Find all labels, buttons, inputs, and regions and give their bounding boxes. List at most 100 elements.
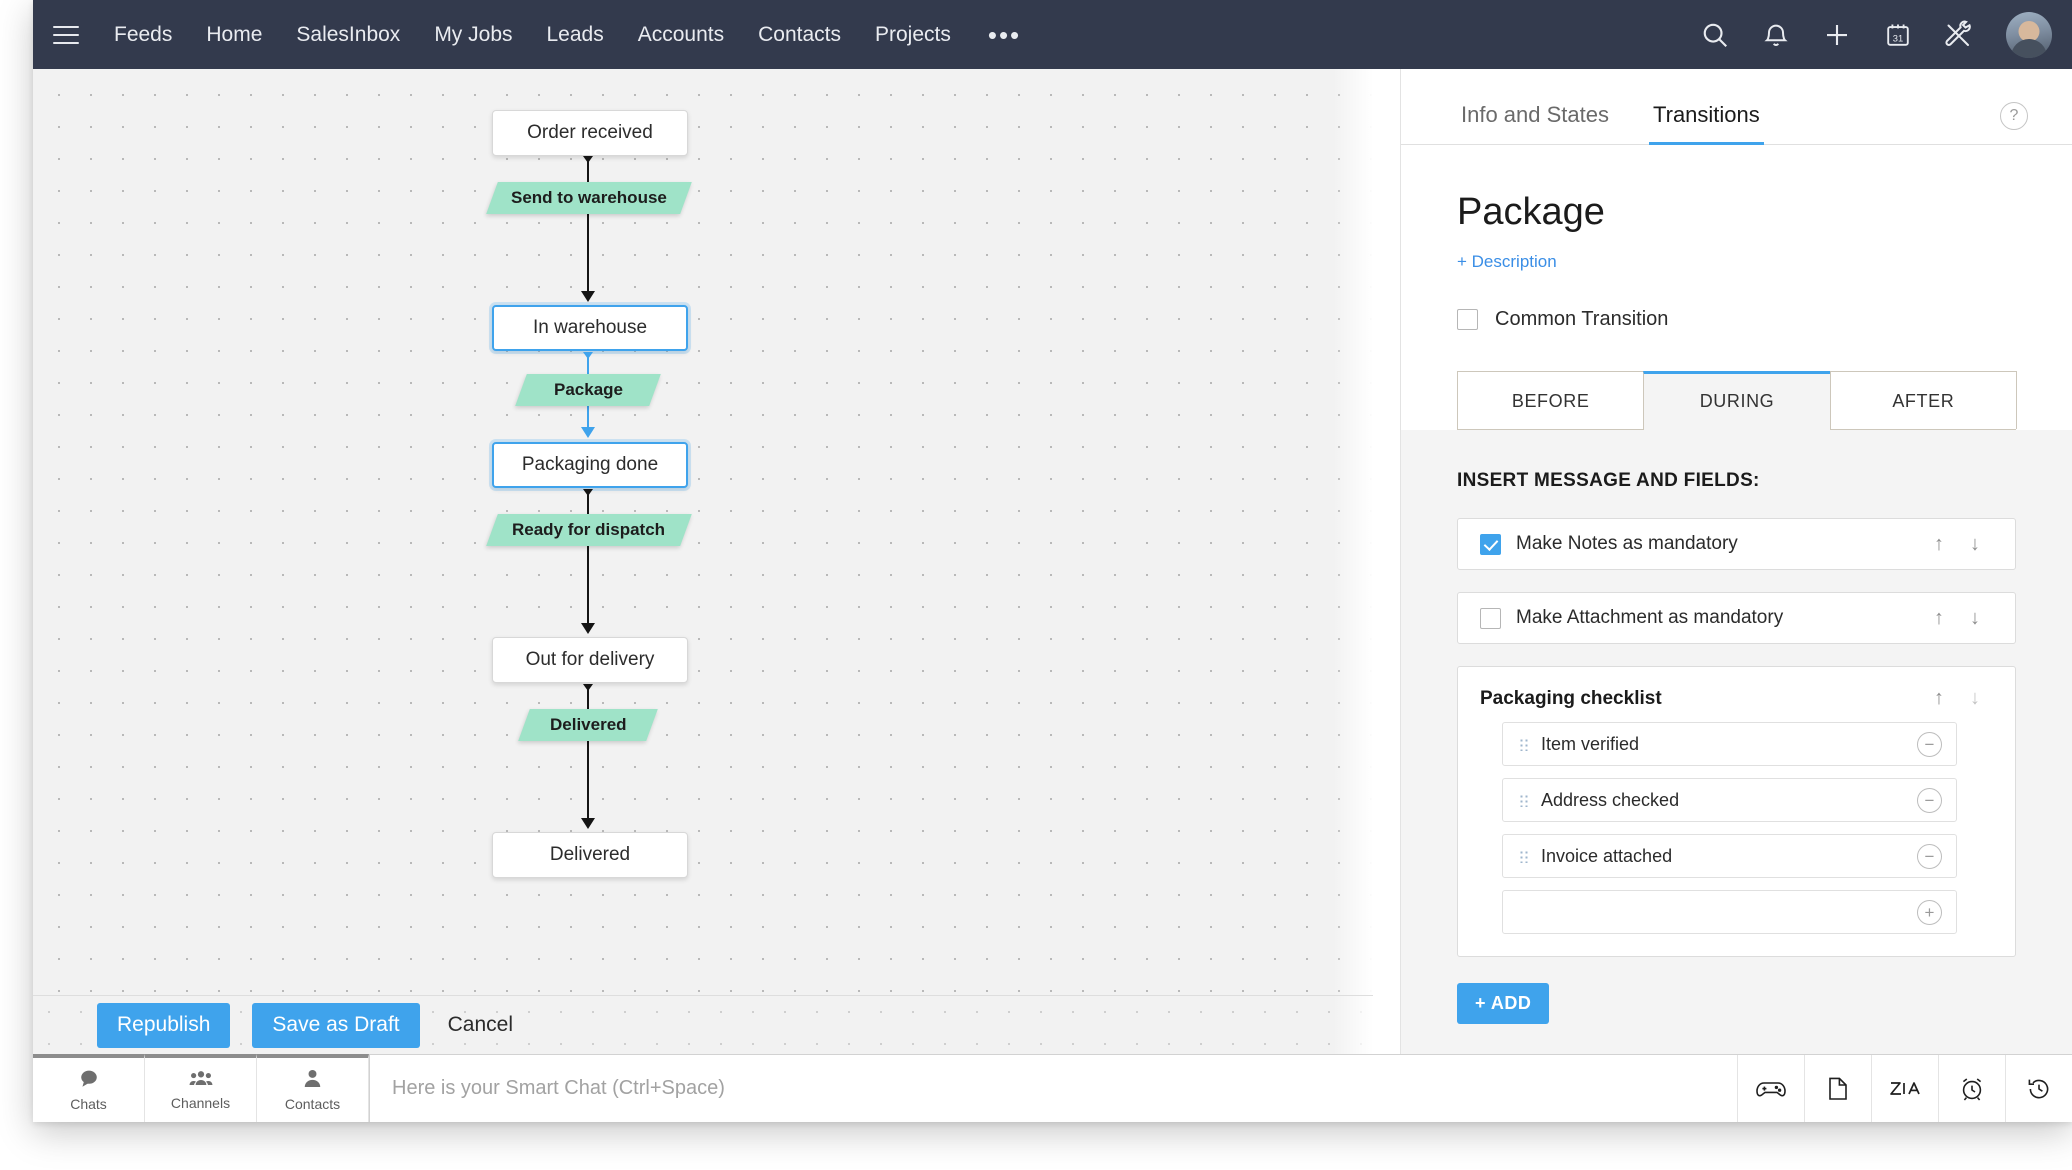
- tab-during[interactable]: DURING: [1643, 371, 1831, 430]
- tab-info-and-states[interactable]: Info and States: [1461, 102, 1609, 127]
- move-down-icon[interactable]: ↓: [1970, 532, 1980, 555]
- help-icon[interactable]: ?: [2000, 102, 2028, 130]
- transition-node-package[interactable]: Package: [515, 374, 661, 406]
- drag-handle-icon[interactable]: [1519, 737, 1528, 751]
- tab-before[interactable]: BEFORE: [1457, 371, 1645, 429]
- smart-chat-input[interactable]: Here is your Smart Chat (Ctrl+Space): [369, 1055, 1737, 1122]
- transition-node-delivered[interactable]: Delivered: [518, 709, 658, 741]
- state-node-in-warehouse[interactable]: In warehouse: [492, 305, 688, 351]
- field-row-attachment[interactable]: Make Attachment as mandatory ↑ ↓: [1457, 592, 2016, 644]
- state-node-packaging-done[interactable]: Packaging done: [492, 442, 688, 488]
- state-node-delivered[interactable]: Delivered: [492, 832, 688, 878]
- remove-item-icon[interactable]: −: [1917, 731, 1942, 757]
- move-up-icon[interactable]: ↑: [1934, 687, 1944, 709]
- alarm-icon[interactable]: [1938, 1055, 2005, 1122]
- plus-icon[interactable]: [1822, 20, 1852, 50]
- notes-mandatory-checkbox[interactable]: [1480, 533, 1501, 555]
- state-node-out-for-delivery[interactable]: Out for delivery: [492, 637, 688, 683]
- reorder-controls: ↑ ↓: [1921, 687, 1993, 710]
- chat-tab-chats[interactable]: Chats: [33, 1054, 145, 1122]
- tools-icon[interactable]: [1944, 20, 1974, 50]
- nav-link-my-jobs[interactable]: My Jobs: [434, 23, 513, 46]
- checklist-item[interactable]: Item verified −: [1502, 722, 1957, 766]
- stage-tab-bar: BEFORE DURING AFTER: [1457, 371, 2017, 430]
- nav-link-home[interactable]: Home: [206, 23, 263, 46]
- bell-icon[interactable]: [1762, 21, 1790, 49]
- section-header: INSERT MESSAGE AND FIELDS:: [1457, 470, 1760, 491]
- checklist-title: Packaging checklist: [1480, 687, 1662, 709]
- app-window: Feeds Home SalesInbox My Jobs Leads Acco…: [33, 0, 2072, 1122]
- transition-node-ready-for-dispatch[interactable]: Ready for dispatch: [486, 514, 692, 546]
- attachment-mandatory-checkbox[interactable]: [1480, 607, 1501, 629]
- checklist-item-text: Item verified: [1541, 733, 1640, 754]
- calendar-icon[interactable]: 31: [1884, 21, 1912, 49]
- state-node-order-received[interactable]: Order received: [492, 110, 688, 156]
- checklist-item[interactable]: Invoice attached −: [1502, 834, 1957, 878]
- state-label: Delivered: [549, 844, 631, 865]
- smart-chat-placeholder: Here is your Smart Chat (Ctrl+Space): [392, 1077, 725, 1099]
- drag-handle-icon[interactable]: [1519, 849, 1528, 863]
- state-label: In warehouse: [532, 317, 648, 338]
- nav-link-accounts[interactable]: Accounts: [637, 23, 725, 46]
- remove-item-icon[interactable]: −: [1917, 787, 1942, 813]
- add-description-link[interactable]: + Description: [1457, 252, 1557, 271]
- move-down-icon[interactable]: ↓: [1970, 606, 1980, 629]
- transition-label: Delivered: [549, 715, 627, 734]
- nav-link-contacts[interactable]: Contacts: [758, 23, 841, 46]
- note-icon[interactable]: [1804, 1055, 1871, 1122]
- edge-line: [587, 684, 589, 825]
- edge-line: [587, 489, 589, 630]
- top-nav-actions: 31: [1684, 11, 2072, 58]
- cancel-button[interactable]: Cancel: [442, 1013, 519, 1037]
- edge-arrow-selected: [581, 427, 595, 438]
- packaging-checklist-card: Packaging checklist ↑ ↓ Item verified −: [1457, 666, 2016, 957]
- chat-tab-channels[interactable]: Channels: [145, 1054, 257, 1122]
- transition-label: Send to warehouse: [511, 188, 667, 207]
- nav-link-projects[interactable]: Projects: [874, 23, 951, 46]
- smart-chat-bar: Chats Channels Contacts Here is: [33, 1054, 2072, 1122]
- search-icon[interactable]: [1700, 20, 1730, 50]
- zia-icon[interactable]: [1871, 1055, 1938, 1122]
- avatar[interactable]: [2006, 11, 2052, 58]
- workflow-canvas[interactable]: Order received Send to warehouse In ware…: [33, 69, 1373, 995]
- state-label: Packaging done: [521, 454, 659, 475]
- field-row-notes[interactable]: Make Notes as mandatory ↑ ↓: [1457, 518, 2016, 570]
- edge-arrow: [581, 291, 595, 302]
- checklist-item[interactable]: Address checked −: [1502, 778, 1957, 822]
- drag-handle-icon[interactable]: [1519, 793, 1528, 807]
- move-down-icon[interactable]: ↓: [1970, 687, 1980, 709]
- edge-arrow: [581, 818, 595, 829]
- transition-node-send-to-warehouse[interactable]: Send to warehouse: [486, 182, 692, 214]
- chat-tab-label: Channels: [170, 1095, 231, 1111]
- common-transition-label: Common Transition: [1495, 308, 1669, 330]
- state-label: Out for delivery: [525, 649, 655, 670]
- gamepad-icon[interactable]: [1737, 1055, 1804, 1122]
- panel-tab-bar: Info and States Transitions ?: [1401, 69, 2072, 145]
- chat-bubble-icon: [78, 1069, 100, 1092]
- tab-after[interactable]: AFTER: [1829, 371, 2017, 429]
- republish-button[interactable]: Republish: [97, 1002, 231, 1048]
- add-button[interactable]: + ADD: [1457, 983, 1550, 1024]
- checklist-new-item-row[interactable]: +: [1502, 890, 1957, 934]
- history-icon[interactable]: [2005, 1055, 2072, 1122]
- chat-tab-label: Chats: [70, 1095, 107, 1112]
- common-transition-checkbox[interactable]: [1457, 309, 1478, 330]
- nav-overflow-icon[interactable]: •••: [987, 19, 1022, 50]
- group-icon: [189, 1069, 213, 1091]
- remove-item-icon[interactable]: −: [1917, 843, 1942, 869]
- chat-tab-label: Contacts: [284, 1095, 341, 1112]
- nav-link-leads[interactable]: Leads: [546, 23, 604, 46]
- save-as-draft-button[interactable]: Save as Draft: [252, 1002, 420, 1048]
- top-navigation-bar: Feeds Home SalesInbox My Jobs Leads Acco…: [33, 0, 2072, 69]
- nav-link-feeds[interactable]: Feeds: [114, 23, 173, 46]
- hamburger-icon[interactable]: [53, 25, 79, 44]
- move-up-icon[interactable]: ↑: [1934, 532, 1944, 555]
- tab-transitions[interactable]: Transitions: [1649, 102, 1764, 145]
- chat-tab-contacts[interactable]: Contacts: [257, 1054, 369, 1122]
- field-label: Make Attachment as mandatory: [1516, 607, 1784, 628]
- move-up-icon[interactable]: ↑: [1934, 606, 1944, 629]
- workflow-canvas-area: Order received Send to warehouse In ware…: [33, 69, 1373, 1054]
- transitions-panel: Info and States Transitions ? Package + …: [1400, 69, 2072, 1064]
- nav-link-salesinbox[interactable]: SalesInbox: [296, 23, 401, 46]
- add-item-icon[interactable]: +: [1917, 899, 1942, 925]
